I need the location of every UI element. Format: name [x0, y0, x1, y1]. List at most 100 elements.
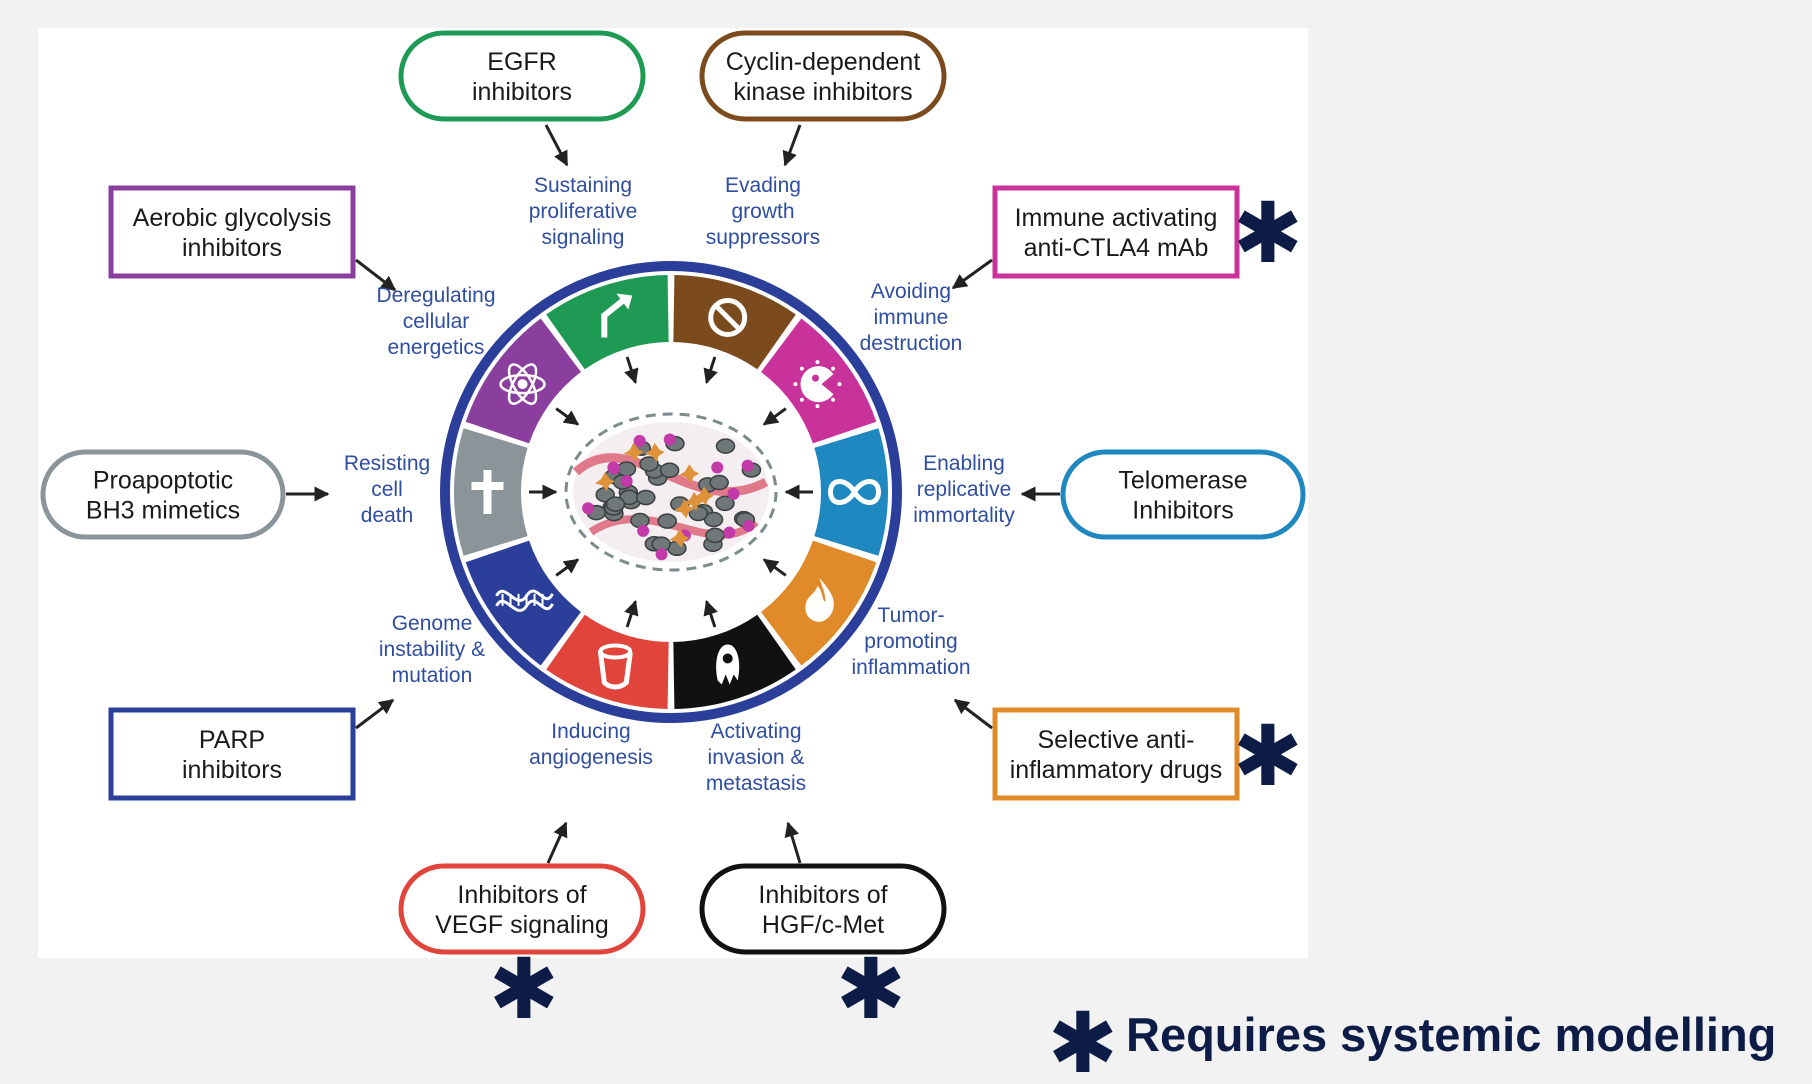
hallmark-label-line: Inducing	[551, 720, 630, 743]
tumor-cell	[616, 461, 637, 477]
inner-arrow-genome	[555, 558, 580, 577]
wheel-segment-tumor	[761, 540, 877, 666]
hallmark-label-line: Activating	[710, 720, 801, 743]
drug-box-label-line: VEGF signaling	[435, 911, 609, 939]
stromal-cell	[669, 528, 690, 548]
tumor-cell	[705, 527, 725, 544]
inner-arrows	[529, 356, 813, 628]
hallmark-label-inducing: Inducing angiogenesis	[529, 720, 653, 769]
wheel-segment-avoiding	[761, 318, 877, 444]
tumor-cell	[630, 512, 650, 529]
inner-arrow-deregulating	[555, 407, 580, 426]
wheel-outer-ring	[440, 261, 902, 723]
drug-box-label-line: Inhibitors	[1132, 497, 1233, 525]
drug-arrow-glyco	[355, 258, 397, 292]
drug-arrow-cdk	[782, 124, 802, 167]
hallmark-label-line: signaling	[542, 226, 625, 249]
drug-box-label-line: BH3 mimetics	[86, 497, 240, 525]
tumor-cell	[715, 438, 736, 454]
inner-arrow-activating	[703, 599, 718, 628]
legend-text: Requires systemic modelling	[1126, 1008, 1776, 1061]
drug-box-label-line: anti-CTLA4 mAb	[1024, 234, 1209, 262]
inner-arrow-sustaining	[624, 356, 639, 385]
drug-box-label-line: inhibitors	[182, 756, 282, 784]
invading-cell-icon	[716, 644, 740, 685]
tumor-cell	[715, 495, 735, 512]
asterisk-icon-hgf: ✱	[836, 940, 906, 1038]
hallmark-label-line: immune	[874, 306, 949, 329]
infinity-icon	[827, 479, 882, 505]
hallmark-label-line: Sustaining	[534, 174, 632, 197]
hallmark-label-line: instability &	[379, 638, 485, 661]
drug-box-label-line: kinase inhibitors	[733, 78, 912, 106]
tumor-cell	[688, 505, 709, 522]
drug-box-label-line: Cyclin-dependent	[726, 48, 921, 76]
immune-cell	[582, 502, 595, 515]
drug-box-label-line: Immune activating	[1015, 204, 1218, 232]
wheel-segment-genome	[465, 540, 581, 666]
drug-box-antiinfl: Selective anti-inflammatory drugs	[992, 707, 1240, 801]
tumor-cell	[657, 513, 677, 529]
hallmark-label-line: cell	[371, 478, 403, 501]
drug-box-label-line: inhibitors	[182, 234, 282, 262]
drug-arrow-egfr	[544, 124, 569, 167]
stromal-cell	[674, 499, 695, 519]
cross-icon	[471, 470, 504, 514]
immune-cell	[711, 461, 724, 474]
drug-arrows	[286, 124, 1060, 864]
pacman-cell-icon	[793, 360, 842, 409]
hallmark-label-line: suppressors	[706, 226, 820, 249]
hallmark-label-line: angiogenesis	[529, 746, 653, 769]
stromal-cell	[594, 472, 615, 492]
tumor-cell	[605, 496, 626, 512]
immune-cell	[620, 474, 633, 487]
hallmark-label-line: Resisting	[344, 452, 430, 475]
immune-cell	[741, 459, 754, 472]
flame-icon	[805, 577, 834, 622]
drug-arrow-hgf	[784, 821, 802, 864]
inner-arrow-evading	[703, 356, 718, 385]
drug-box-label-line: PARP	[199, 726, 265, 754]
asterisk-icon-immune: ✱	[1233, 184, 1303, 282]
drug-box-label-line: inhibitors	[472, 78, 572, 106]
hallmark-label-line: Evading	[725, 174, 801, 197]
immune-cell	[633, 434, 646, 447]
hallmark-label-line: invasion &	[708, 746, 805, 769]
wheel-segment-sustaining	[546, 275, 669, 370]
wheel-segment-activating	[673, 614, 796, 709]
wheel-segment-resisting	[454, 428, 528, 556]
drug-box-label-line: inflammatory drugs	[1010, 756, 1223, 784]
tumor-cell	[659, 462, 680, 478]
tumor-cell	[636, 489, 656, 506]
blood-vessel-icon	[597, 643, 633, 690]
hallmark-label-line: destruction	[860, 332, 963, 355]
hallmark-label-line: promoting	[864, 630, 957, 653]
stromal-cell	[693, 486, 714, 506]
drug-arrow-antiinfl	[953, 698, 993, 730]
drug-arrow-immune	[951, 258, 993, 290]
immune-cell	[742, 519, 755, 532]
wheel-segment-enabling	[814, 428, 888, 556]
hallmark-label-line: mutation	[392, 664, 473, 687]
tumor-boundary	[564, 412, 778, 572]
immune-cell	[727, 487, 740, 500]
inner-arrow-inducing	[624, 599, 639, 628]
